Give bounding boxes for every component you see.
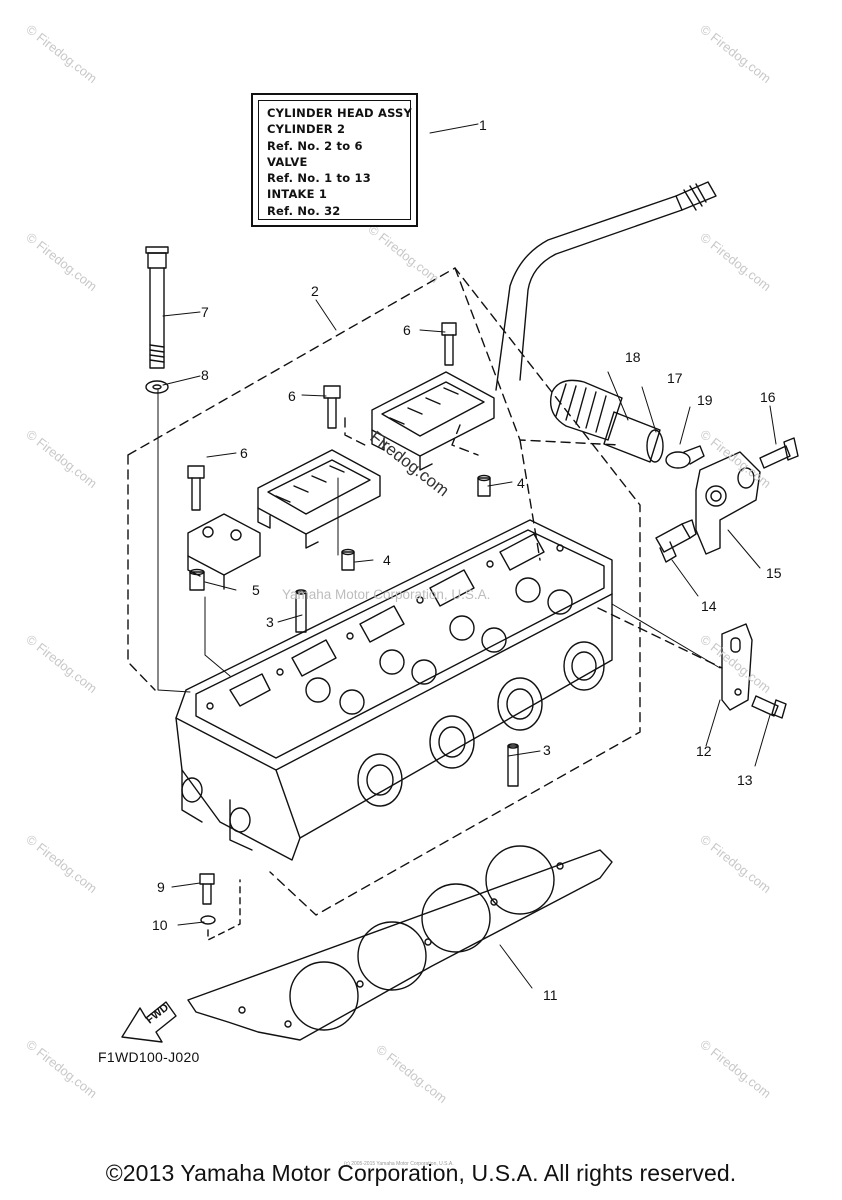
- callout-8: 8: [201, 367, 209, 383]
- callout-7: 7: [201, 304, 209, 320]
- bolt-6-b: [323, 385, 341, 429]
- callout-3b: 3: [543, 742, 551, 758]
- callout-13: 13: [737, 772, 753, 788]
- callout-6a: 6: [403, 322, 411, 338]
- copyright-notice: ©2013 Yamaha Motor Corporation, U.S.A. A…: [105, 1160, 737, 1186]
- bracket-12: [721, 623, 753, 711]
- callout-leaders: [157, 123, 777, 989]
- bolt-7: [145, 246, 169, 369]
- label-line-cylinder-ref: Ref. No. 2 to 6: [267, 138, 363, 153]
- watermark-center: Yamaha Motor Corporation, U.S.A.: [282, 587, 491, 602]
- callout-2: 2: [311, 283, 319, 299]
- callout-14: 14: [701, 598, 717, 614]
- callout-17: 17: [667, 370, 683, 386]
- leader-lines-dashed: [344, 267, 723, 669]
- label-line-intake: INTAKE 1: [267, 187, 328, 202]
- cam-cap-upper: [371, 371, 495, 471]
- label-title: CYLINDER HEAD ASSY: [267, 106, 413, 120]
- bolt-13: [751, 695, 787, 719]
- callout-11: 11: [543, 987, 558, 1003]
- washer-10: [200, 915, 216, 925]
- dowel-pins: [189, 474, 491, 591]
- callout-9: 9: [157, 879, 165, 895]
- callout-1: 1: [479, 117, 487, 133]
- assembly-label-inner: CYLINDER HEAD ASSY CYLINDER 2 Ref. No. 2…: [258, 100, 413, 220]
- callout-15: 15: [766, 565, 782, 581]
- assembly-label-box: CYLINDER HEAD ASSY CYLINDER 2 Ref. No. 2…: [251, 93, 418, 227]
- head-gasket-11: [187, 845, 613, 1041]
- washer-8: [145, 380, 169, 394]
- bolt-16: [759, 437, 799, 469]
- cam-cap-small: [187, 513, 261, 590]
- bolt-6-a: [441, 322, 457, 366]
- callout-3a: 3: [266, 614, 274, 630]
- tiny-credit: (c) 2005-2015 Yamaha Motor Corporation, …: [344, 1161, 454, 1167]
- label-line-valve-ref: Ref. No. 1 to 13: [267, 171, 371, 186]
- callout-6c: 6: [240, 445, 248, 461]
- callout-18: 18: [625, 349, 641, 365]
- callout-10: 10: [152, 917, 168, 933]
- callout-6b: 6: [288, 388, 296, 404]
- cam-cap-middle: [257, 449, 381, 549]
- assembly-boundary-dashed: [127, 267, 641, 916]
- label-line-valve: VALVE: [267, 154, 308, 169]
- callout-16: 16: [760, 389, 776, 405]
- callout-19: 19: [697, 392, 713, 408]
- bolt-6-c: [187, 465, 205, 511]
- callout-12: 12: [696, 743, 712, 759]
- diagram-code: F1WD100-J020: [98, 1049, 200, 1065]
- callout-5: 5: [252, 582, 260, 598]
- valve-guides: [295, 589, 519, 787]
- callout-4a: 4: [517, 475, 525, 491]
- water-hose: [495, 181, 717, 391]
- cylinder-head: [175, 519, 613, 861]
- hose-bellows-18: [549, 379, 623, 441]
- hose-clamp-19: [665, 445, 705, 469]
- label-line-cylinder: CYLINDER 2: [267, 122, 346, 137]
- label-line-intake-ref: Ref. No. 32: [267, 203, 341, 218]
- thermostat-housing-15: [695, 451, 761, 555]
- fwd-arrow: [121, 1001, 177, 1043]
- thermostat-14: [655, 519, 697, 563]
- hose-pipe-17: [603, 411, 664, 463]
- callout-4b: 4: [383, 552, 391, 568]
- bolt-9: [199, 873, 215, 905]
